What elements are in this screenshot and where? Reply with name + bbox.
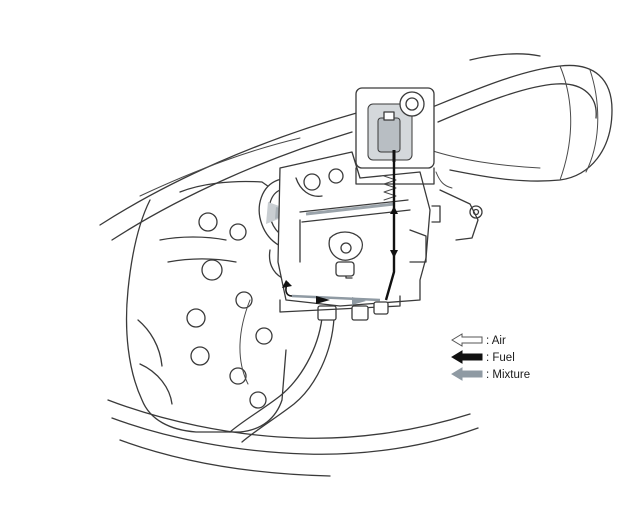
engine-block (125, 180, 287, 433)
legend-label-air: : Air (486, 335, 506, 347)
air-arrow-icon (451, 333, 483, 347)
carb-base (279, 295, 401, 321)
legend-label-fuel: : Fuel (486, 352, 515, 364)
fuel-path (384, 150, 398, 301)
jet-spring (383, 175, 397, 201)
lower-frame-tubes (107, 299, 479, 477)
legend-item-fuel: : Fuel (451, 350, 515, 364)
mounting-bracket (439, 189, 483, 241)
mixture-path (282, 280, 381, 305)
air-intake-hose (419, 53, 613, 189)
fuel-arrow-icon (451, 350, 483, 364)
legend-item-air: : Air (451, 333, 506, 347)
mixture-arrow-icon (451, 367, 483, 381)
carburetor-body (277, 151, 441, 307)
float-chamber (355, 87, 435, 185)
legend-label-mixture: : Mixture (486, 369, 530, 381)
legend-item-mixture: : Mixture (451, 367, 530, 381)
frame-pipe (99, 111, 361, 241)
legend: : Air : Fuel : Mixture (451, 333, 530, 381)
